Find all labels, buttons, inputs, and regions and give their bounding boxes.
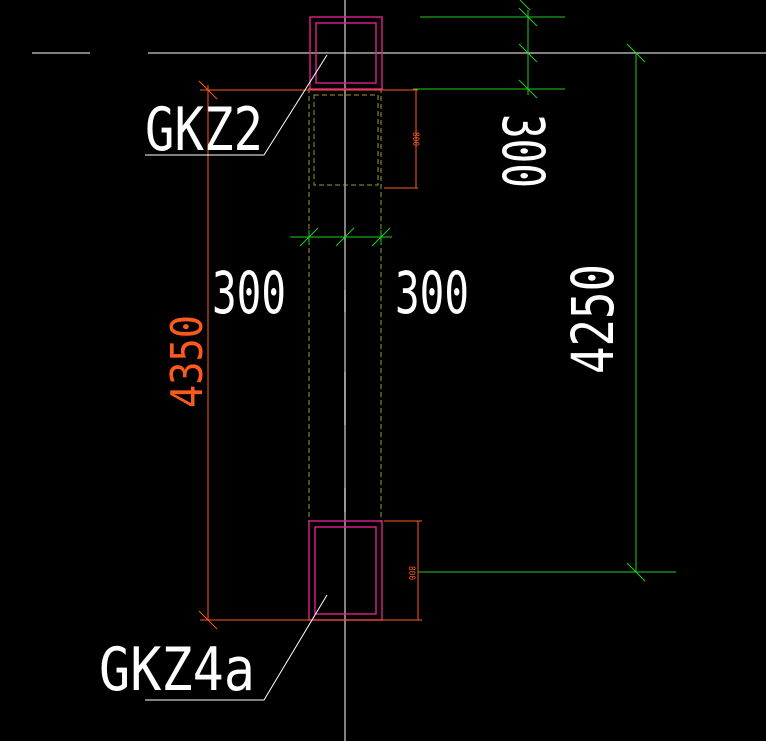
column-bottom-inner <box>314 526 377 615</box>
dim-text-width-left: 300 <box>212 259 286 327</box>
dim-text-800-bottom: 800 <box>406 566 416 580</box>
dim-4250-tick-bottom <box>626 562 646 582</box>
orange-dimensions <box>198 80 422 630</box>
beam-outline <box>308 88 382 522</box>
dim-top-right-tick-3 <box>518 79 538 99</box>
axis-lines <box>32 0 766 741</box>
label-gkz4a: GKZ4a <box>99 635 255 705</box>
dim-text-800-top: 800 <box>410 132 420 146</box>
column-top-outer <box>309 16 383 90</box>
label-gkz2: GKZ2 <box>145 95 263 165</box>
dim-top-right-tick-2 <box>518 43 538 63</box>
column-top-inner <box>315 22 377 84</box>
dim-top-right-tick-1 <box>518 7 538 27</box>
dim-text-width-right: 300 <box>395 259 469 327</box>
dim-width-tick-mid <box>335 227 355 247</box>
column-top-gkz2 <box>309 16 383 90</box>
dim-4350-tick-bottom <box>198 610 218 630</box>
leader-gkz4a <box>145 594 328 701</box>
dim-text-top-beam-depth: 300 <box>489 114 557 188</box>
leader-gkz2 <box>145 54 328 156</box>
dim-text-4350: 4350 <box>162 315 213 408</box>
dim-top-right-tick-0 <box>519 0 531 11</box>
dim-4350-tick-top <box>198 80 218 100</box>
leader-lines <box>145 54 328 701</box>
dim-4250-tick-top <box>626 43 646 63</box>
top-beam-section <box>313 94 379 186</box>
dim-text-4250: 4250 <box>559 264 627 374</box>
green-dimensions <box>290 0 676 582</box>
